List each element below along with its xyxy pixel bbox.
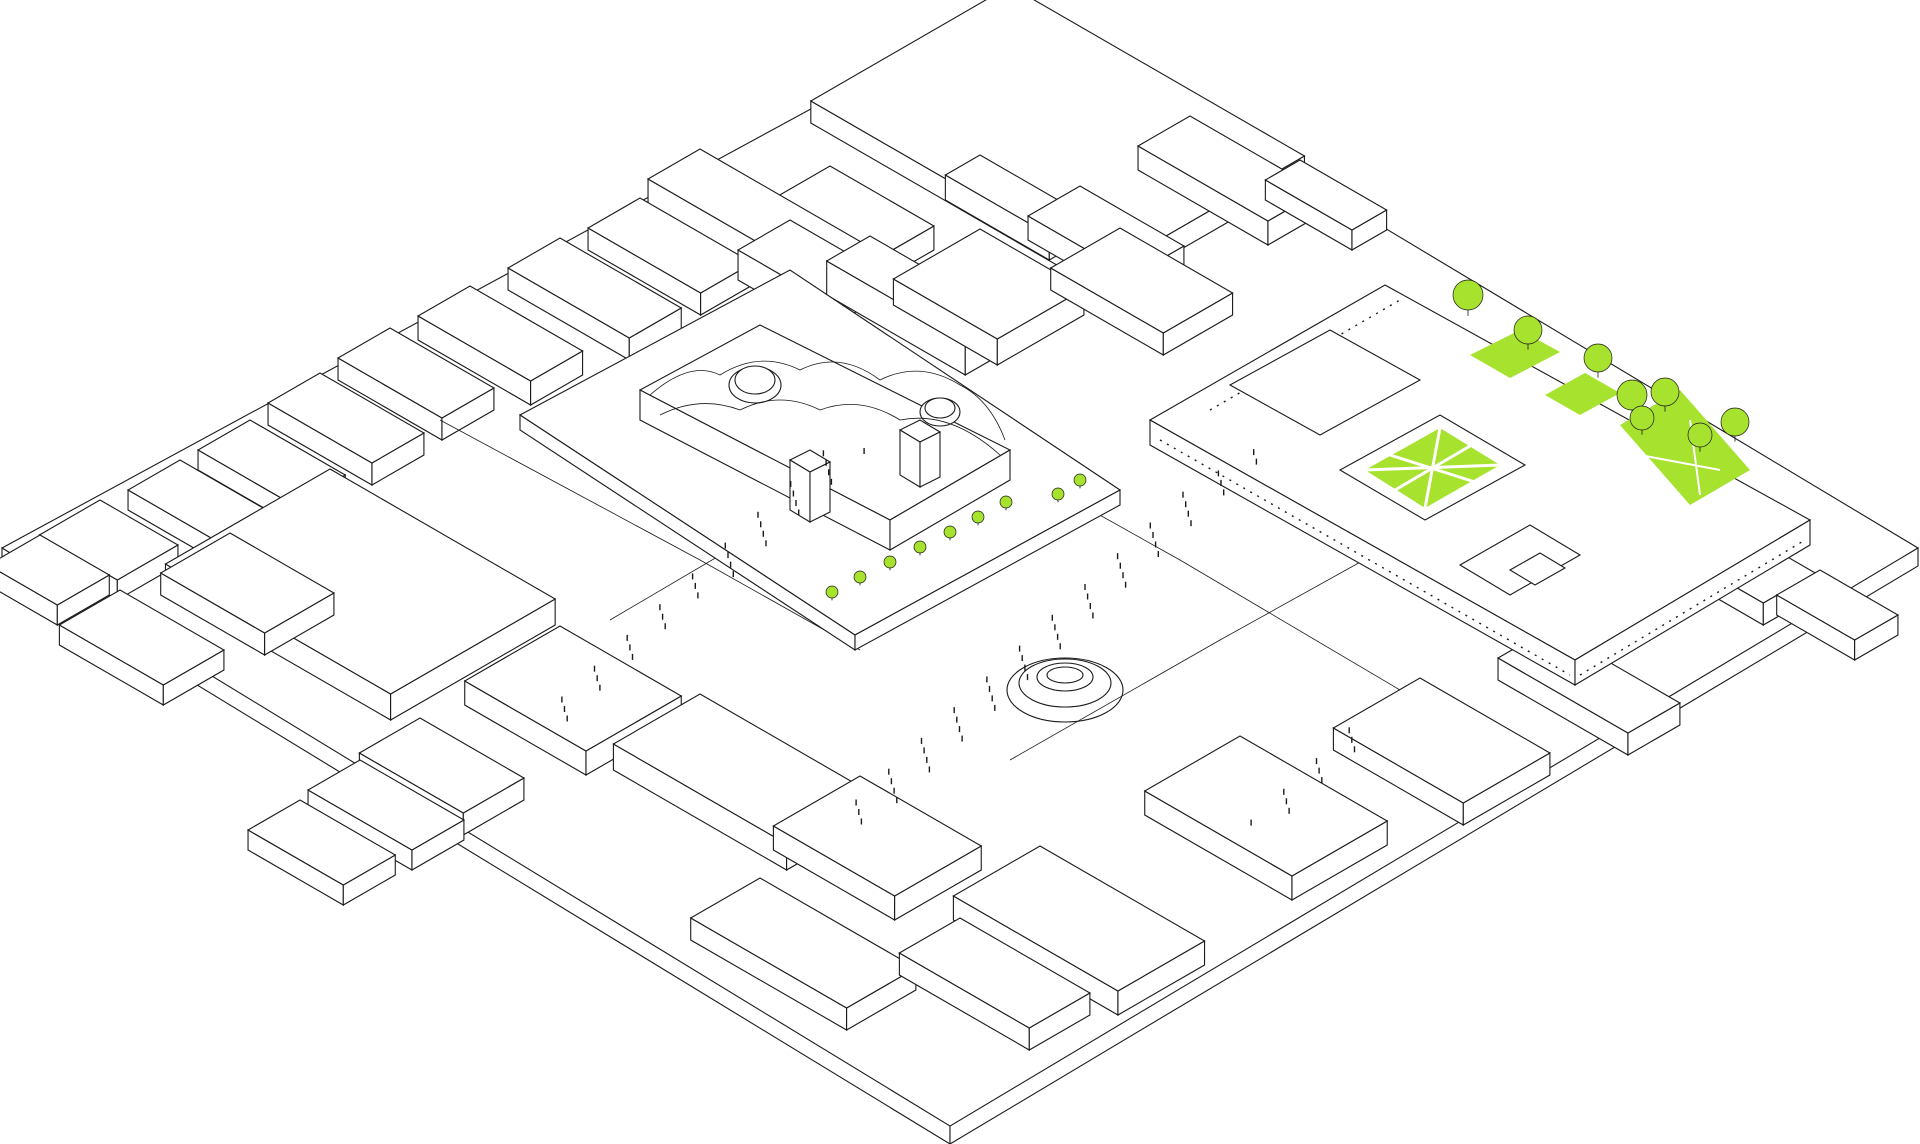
building-blocks — [0, 0, 1900, 1051]
building-roof — [0, 534, 111, 606]
building-roof — [58, 589, 226, 686]
tree — [1650, 377, 1680, 412]
building-roof — [266, 372, 426, 464]
building-roof — [246, 799, 397, 886]
tree — [1452, 279, 1484, 316]
tree — [853, 570, 867, 586]
building-roof — [952, 845, 1206, 992]
building-roof — [416, 285, 584, 382]
tree — [1513, 315, 1543, 350]
building-roof — [463, 625, 683, 752]
building-roof — [892, 228, 1086, 340]
building-roof — [38, 499, 180, 581]
tree — [1629, 405, 1655, 435]
fountain — [1006, 657, 1124, 723]
building-roof — [1332, 677, 1552, 804]
building-roof — [159, 532, 336, 634]
tree — [999, 495, 1013, 511]
tree — [1073, 473, 1087, 489]
tree — [825, 585, 839, 601]
building-roof — [164, 468, 557, 695]
building-roof — [506, 237, 683, 339]
building-roof — [1775, 569, 1900, 641]
tree — [971, 510, 985, 526]
tree — [913, 540, 927, 556]
building-roof — [689, 877, 917, 1009]
tree — [883, 555, 897, 571]
people-figures — [561, 448, 1356, 826]
tree — [1720, 407, 1750, 442]
building-roof — [898, 917, 1092, 1029]
building-roof — [336, 327, 496, 419]
tree — [1583, 343, 1613, 378]
building-roof — [1264, 159, 1388, 231]
building-roof — [586, 197, 754, 294]
building-roof — [772, 775, 983, 897]
building-roof — [1143, 735, 1389, 877]
tree — [1051, 487, 1065, 503]
trees — [825, 473, 1087, 601]
tree — [1687, 422, 1713, 452]
building-roof — [358, 717, 526, 814]
building-roof — [1049, 227, 1234, 334]
building-roof — [306, 759, 466, 851]
cathedral — [518, 269, 1122, 652]
trees — [1452, 279, 1750, 452]
tree — [943, 525, 957, 541]
